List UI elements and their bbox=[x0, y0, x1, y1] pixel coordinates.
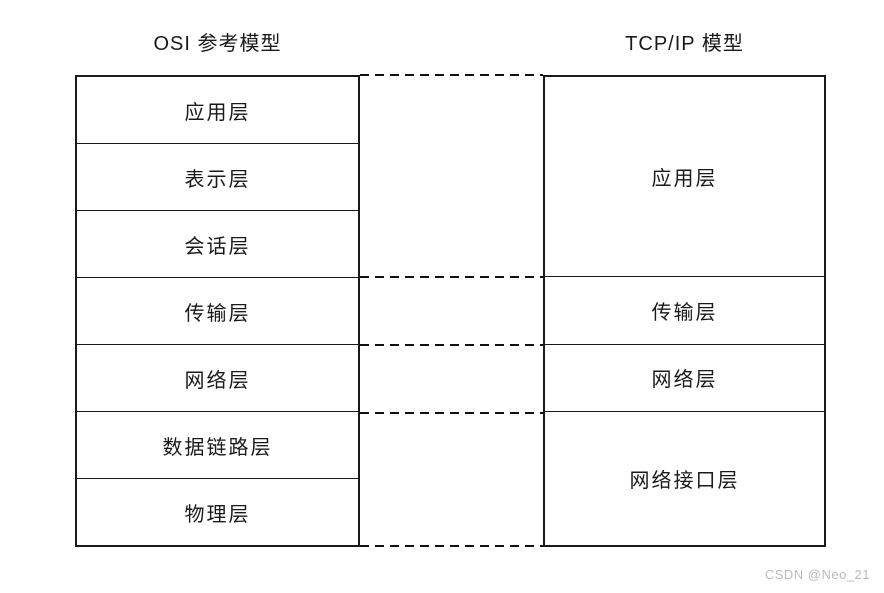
osi-layer-network: 网络层 bbox=[77, 344, 358, 411]
osi-layer-transport: 传输层 bbox=[77, 277, 358, 344]
connector-dashed-line-bottom bbox=[360, 545, 543, 548]
tcpip-layer-transport: 传输层 bbox=[545, 276, 824, 343]
osi-layer-datalink: 数据链路层 bbox=[77, 411, 358, 478]
tcpip-layer-network: 网络层 bbox=[545, 343, 824, 411]
osi-layer-table: 应用层 表示层 会话层 传输层 网络层 数据链路层 物理层 bbox=[75, 75, 360, 547]
watermark: CSDN @Neo_21 bbox=[764, 567, 870, 582]
tcpip-layer-table: 应用层 传输层 网络层 网络接口层 bbox=[543, 75, 826, 547]
osi-layer-presentation: 表示层 bbox=[77, 143, 358, 210]
osi-model-title: OSI 参考模型 bbox=[153, 33, 282, 55]
osi-layer-application: 应用层 bbox=[184, 101, 251, 124]
tcpip-model-title: TCP/IP 模型 bbox=[625, 33, 744, 55]
osi-layer-physical: 物理层 bbox=[77, 478, 358, 545]
connector-dashed-line-app-transport bbox=[360, 276, 543, 279]
tcpip-layer-network-interface: 网络接口层 bbox=[545, 411, 824, 545]
osi-layer-session: 会话层 bbox=[77, 210, 358, 277]
connector-dashed-line-transport-net bbox=[360, 344, 543, 347]
connector-dashed-line-top bbox=[360, 74, 543, 77]
tcpip-layer-application: 应用层 bbox=[651, 168, 718, 191]
connector-dashed-line-net-interface bbox=[360, 412, 543, 415]
